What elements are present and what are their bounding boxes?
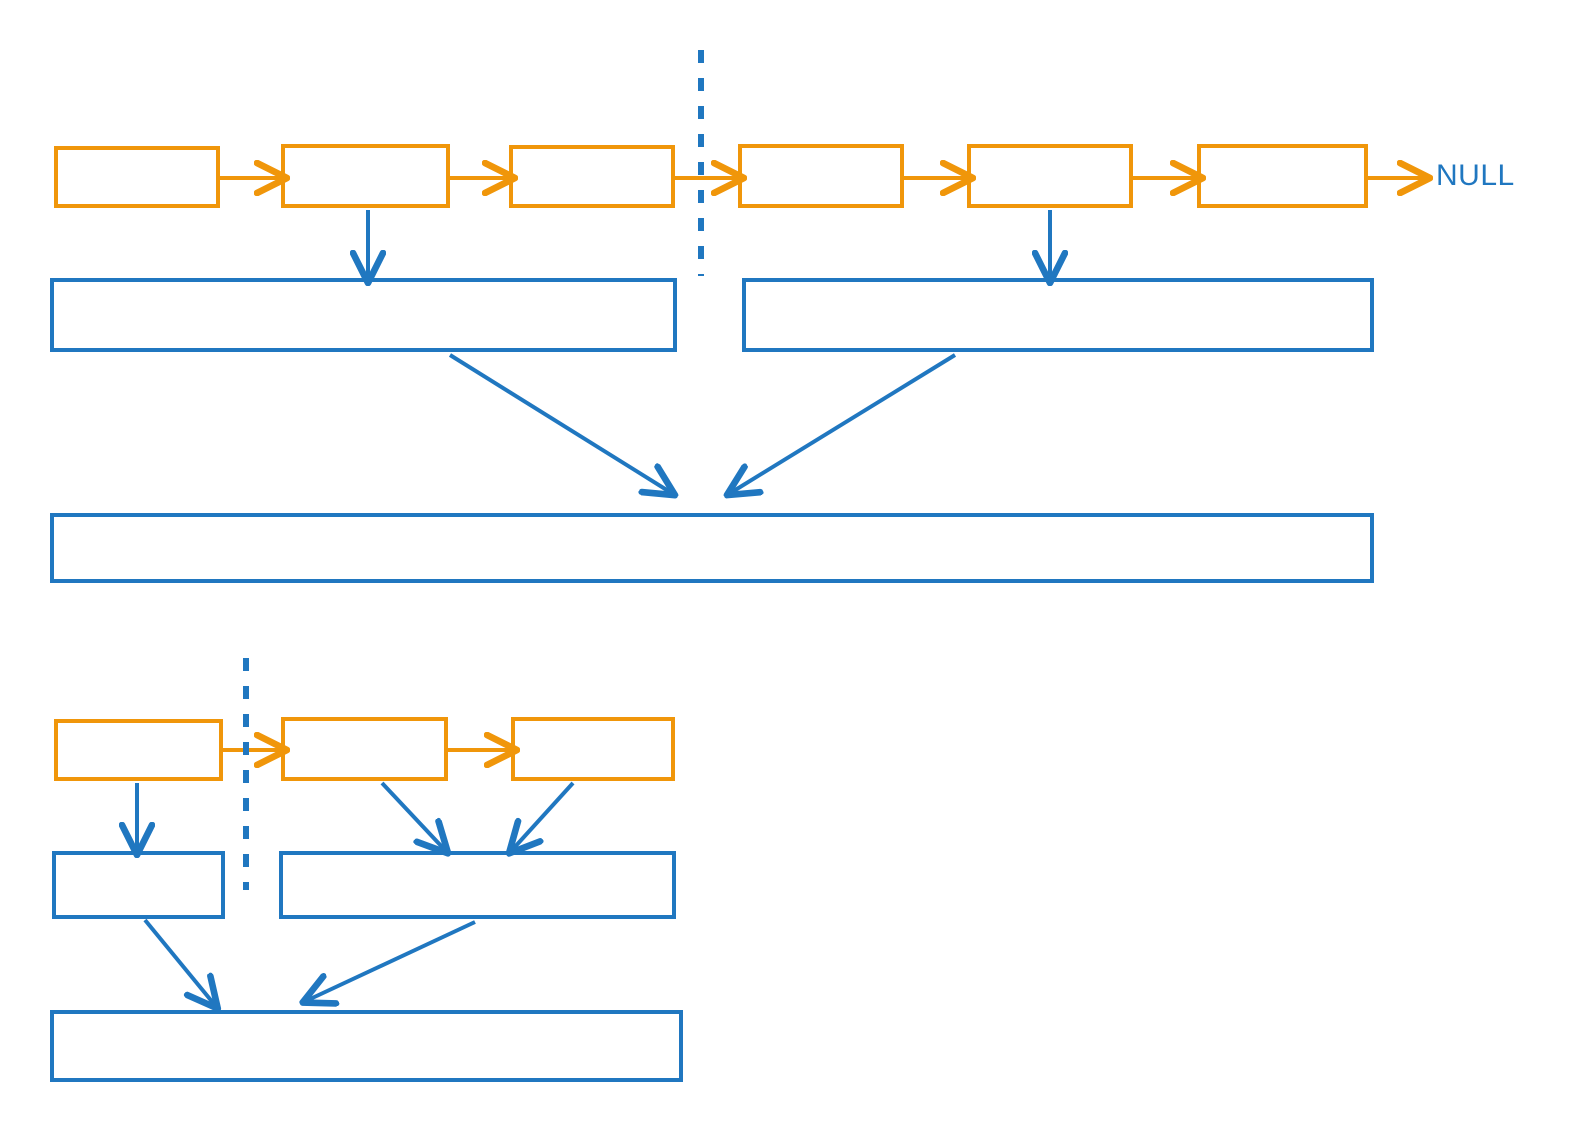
merge-arrow — [308, 920, 476, 1000]
list-node[interactable] — [967, 144, 1133, 208]
merge-arrow — [380, 781, 444, 849]
sorted-block[interactable] — [742, 278, 1374, 352]
list-node[interactable] — [281, 717, 448, 781]
upper-diagram — [50, 50, 1424, 583]
merged-block[interactable] — [50, 513, 1374, 583]
sorted-block[interactable] — [279, 851, 676, 919]
merge-arrow — [732, 353, 957, 492]
merge-arrow — [448, 353, 670, 492]
list-node[interactable] — [281, 144, 450, 208]
list-node[interactable] — [54, 146, 220, 208]
list-node[interactable] — [1197, 144, 1368, 208]
merge-arrow — [143, 918, 214, 1004]
list-node[interactable] — [509, 145, 675, 208]
merged-block[interactable] — [50, 1010, 683, 1082]
list-node[interactable] — [738, 144, 904, 208]
merge-arrow — [513, 781, 575, 849]
sorted-block[interactable] — [50, 278, 677, 352]
lower-linked-list-nodes — [54, 717, 675, 781]
list-node[interactable] — [511, 717, 675, 781]
sorted-block[interactable] — [52, 851, 225, 919]
list-node[interactable] — [54, 719, 223, 781]
null-terminator-label: NULL — [1436, 159, 1515, 192]
lower-diagram — [50, 658, 683, 1082]
